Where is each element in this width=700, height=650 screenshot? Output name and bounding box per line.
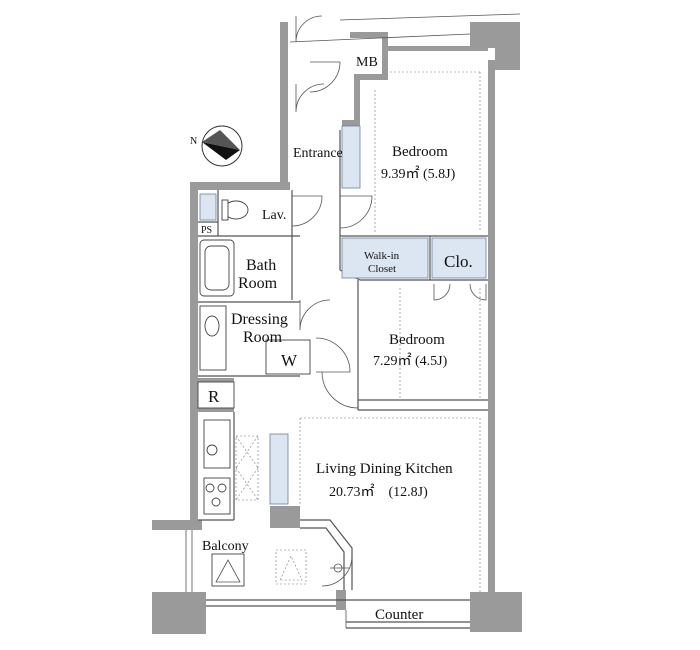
compass-north-label: N — [190, 136, 197, 147]
bedroom2-area: 7.29㎡ (4.5J) — [373, 353, 448, 369]
w-label: W — [281, 351, 298, 370]
walkin-line1: Walk-in — [364, 250, 400, 262]
fixtures — [197, 199, 350, 587]
dressing-line2: Room — [243, 329, 283, 346]
ldk-name: Living Dining Kitchen — [316, 461, 453, 477]
dressing-line1: Dressing — [231, 311, 288, 328]
walkin-line2: Closet — [368, 263, 396, 275]
lav-label: Lav. — [262, 208, 286, 223]
bedroom2-name: Bedroom — [389, 332, 445, 348]
bedroom1-area: 9.39㎡ (5.8J) — [381, 166, 456, 182]
ps-label: PS — [201, 225, 212, 236]
closets — [199, 125, 487, 505]
clo-label: Clo. — [444, 252, 473, 271]
bath-line2: Room — [238, 275, 278, 292]
ldk-area: 20.73㎡ (12.8J) — [329, 484, 428, 500]
counter-label: Counter — [375, 607, 423, 623]
walls — [152, 22, 522, 634]
mb-label: MB — [356, 55, 378, 70]
bath-line1: Bath — [246, 257, 276, 274]
room-labels: MB Entrance Bedroom 9.39㎡ (5.8J) Lav. PS… — [201, 55, 473, 623]
compass-icon — [201, 125, 243, 167]
doors — [291, 15, 487, 587]
entrance-label: Entrance — [293, 146, 343, 161]
dashed-lines — [299, 71, 481, 594]
balcony-label: Balcony — [202, 539, 249, 554]
bedroom1-name: Bedroom — [392, 144, 448, 160]
r-label: R — [208, 387, 220, 406]
